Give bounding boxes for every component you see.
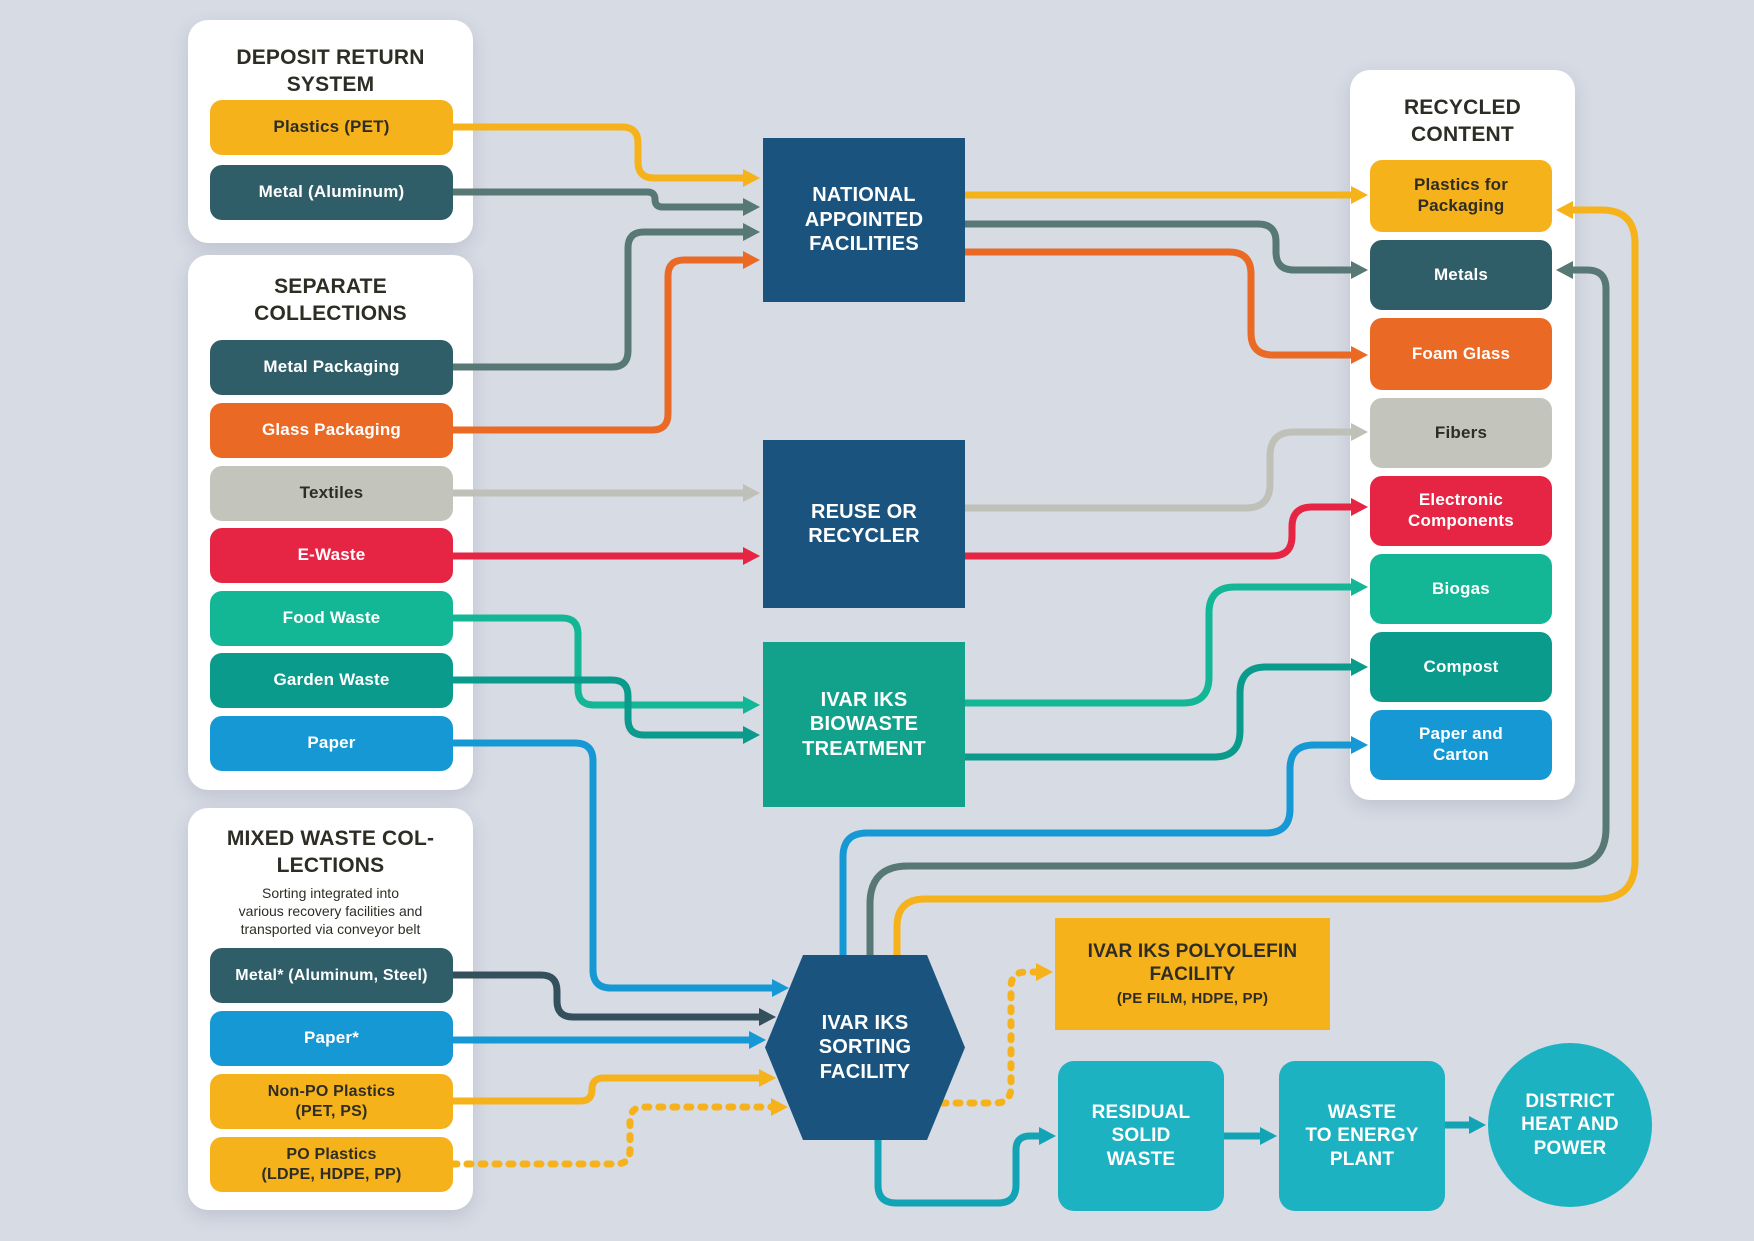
connector-biowaste-to-compost [961,663,1360,761]
node-aluminum: Metal (Aluminum) [210,165,453,220]
arrowhead-po-to-sorting [771,1098,788,1116]
node-plastics-pack: Plastics for Packaging [1370,160,1552,232]
node-wte: WASTE TO ENERGY PLANT [1279,1061,1445,1211]
arrowhead-aluminum-to-naf [743,198,760,216]
arrowhead-paperstar-to-sorting [749,1031,766,1049]
connector-naf-to-metals [961,220,1360,274]
node-garden: Garden Waste [210,653,453,708]
connector-paper-to-sorting [449,739,781,992]
node-naf: NATIONAL APPOINTED FACILITIES [763,138,965,302]
arrowhead-wte-to-district [1469,1116,1486,1134]
panel-separate-collections: SEPARATE COLLECTIONS [188,255,473,790]
node-foamglass: Foam Glass [1370,318,1552,390]
node-metalstar: Metal* (Aluminum, Steel) [210,948,453,1003]
arrowhead-glass-to-naf [743,251,760,269]
arrowhead-garden-to-biowaste [743,726,760,744]
node-textiles: Textiles [210,466,453,521]
node-po: PO Plastics (LDPE, HDPE, PP) [210,1137,453,1192]
node-paperstar: Paper* [210,1011,453,1066]
node-polyolefin-title: IVAR IKS POLYOLEFIN FACILITY [1087,941,1298,986]
panel-title-mixed-waste: MIXED WASTE COL- LECTIONS [226,827,435,877]
arrowhead-sorting-to-residual [1039,1127,1056,1145]
connector-aluminum-to-naf [449,188,752,211]
connector-pet-to-naf [449,123,752,182]
connector-metalstar-to-sorting [449,971,768,1021]
node-electronic: Electronic Components [1370,476,1552,546]
arrowhead-pet-to-naf [743,169,760,187]
node-residual: RESIDUAL SOLID WASTE [1058,1061,1224,1211]
arrowhead-nonpo-to-sorting [759,1069,776,1087]
arrowhead-ewaste-to-reuse [743,547,760,565]
node-compost: Compost [1370,632,1552,702]
panel-title-deposit-return: DEPOSIT RETURN SYSTEM [236,46,425,96]
arrowhead-metalstar-to-sorting [759,1008,776,1026]
arrowhead-textiles-to-reuse [743,484,760,502]
connector-glass-to-naf [449,256,752,434]
connector-garden-to-biowaste [449,676,752,739]
connector-biowaste-to-biogas [961,583,1360,707]
node-food: Food Waste [210,591,453,646]
panel-subtitle-mixed-waste: Sorting integrated into various recovery… [238,885,423,937]
node-papercarton: Paper and Carton [1370,710,1552,780]
node-fibers: Fibers [1370,398,1552,468]
connector-metalpack-to-naf [449,228,752,371]
node-polyolefin: IVAR IKS POLYOLEFIN FACILITY (PE FILM, HD… [1055,918,1330,1030]
arrowhead-paper-to-sorting [772,979,789,997]
panel-title-separate-collections: SEPARATE COLLECTIONS [254,275,407,325]
node-biogas: Biogas [1370,554,1552,624]
node-glass: Glass Packaging [210,403,453,458]
arrowhead-residual-to-wte [1260,1127,1277,1145]
connector-food-to-biowaste [449,614,752,709]
node-metals: Metals [1370,240,1552,310]
node-ewaste: E-Waste [210,528,453,583]
connector-reuse-to-fibers [961,428,1360,512]
connector-reuse-to-electronic [961,503,1360,560]
node-sorting: IVAR IKS SORTING FACILITY [765,955,965,1140]
arrowhead-sorting-to-polyolefin [1036,963,1053,981]
node-district: DISTRICT HEAT AND POWER [1488,1043,1652,1207]
node-metalpack: Metal Packaging [210,340,453,395]
arrowhead-metalpack-to-naf [743,223,760,241]
node-reuse: REUSE OR RECYCLER [763,440,965,608]
arrowhead-food-to-biowaste [743,696,760,714]
connector-po-to-sorting [449,1103,780,1168]
connector-nonpo-to-sorting [449,1074,768,1105]
node-pet: Plastics (PET) [210,100,453,155]
connector-naf-to-foamglass [961,248,1360,359]
node-polyolefin-subtitle: (PE FILM, HDPE, PP) [1116,989,1269,1007]
node-paper: Paper [210,716,453,771]
panel-title-recycled-content: RECYCLED CONTENT [1403,96,1522,146]
connector-sorting-to-residual [874,1132,1048,1207]
node-nonpo: Non-PO Plastics (PET, PS) [210,1074,453,1129]
node-biowaste: IVAR IKS BIOWASTE TREATMENT [763,642,965,807]
